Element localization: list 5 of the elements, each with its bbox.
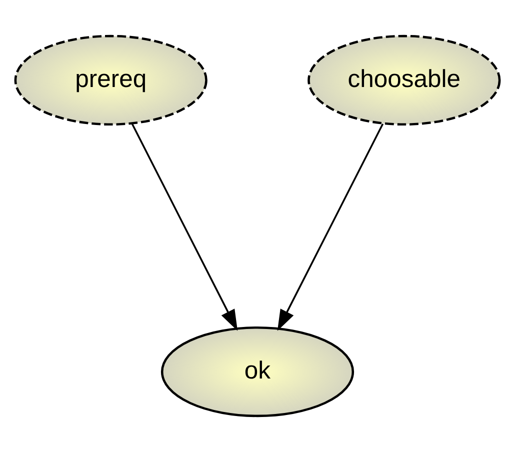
arrow bbox=[131, 123, 238, 331]
node-ellipse: ok bbox=[160, 326, 354, 418]
node-ellipse: prereq bbox=[14, 34, 208, 126]
node-ellipse: choosable bbox=[308, 34, 501, 126]
arrow bbox=[277, 123, 384, 331]
